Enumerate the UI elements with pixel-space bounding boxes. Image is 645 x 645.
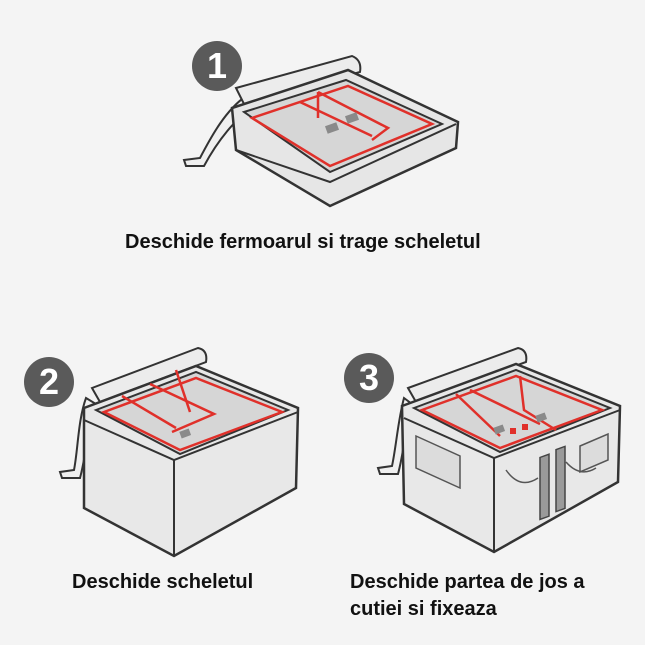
step-1-caption: Deschide fermoarul si trage scheletul (125, 231, 481, 253)
step-3-caption-line-2: cutiei si fixeaza (350, 598, 497, 620)
step-3-caption-line-1: Deschide partea de jos a (350, 571, 585, 593)
step-3-clip (535, 412, 548, 423)
step-2-caption: Deschide scheletul (72, 571, 254, 593)
step-3-red-lock (522, 424, 528, 430)
step-3-red-frame (418, 374, 606, 450)
step-2-number-badge: 2 (24, 357, 74, 407)
step-2-clip (179, 428, 192, 439)
step-3-lid-roll (406, 346, 528, 404)
step-3-red-lock (510, 428, 516, 434)
step-2-top-opening (93, 370, 291, 456)
step-1-clip (324, 122, 340, 134)
step-2-red-frame (100, 369, 286, 452)
step-3-front-strut (555, 445, 566, 513)
step-1-lid-roll (234, 54, 362, 106)
step-3-front-strut (539, 453, 550, 521)
step-1-clip (344, 112, 360, 124)
step-3-number-badge: 3 (344, 353, 394, 403)
step-3-side-panel-right (579, 432, 609, 474)
step-2-lid-roll (90, 346, 208, 404)
step-1-number-badge: 1 (192, 41, 242, 91)
step-3-clip (493, 424, 506, 435)
step-1-red-frame (249, 84, 436, 168)
step-3-side-panel-left (415, 434, 461, 490)
